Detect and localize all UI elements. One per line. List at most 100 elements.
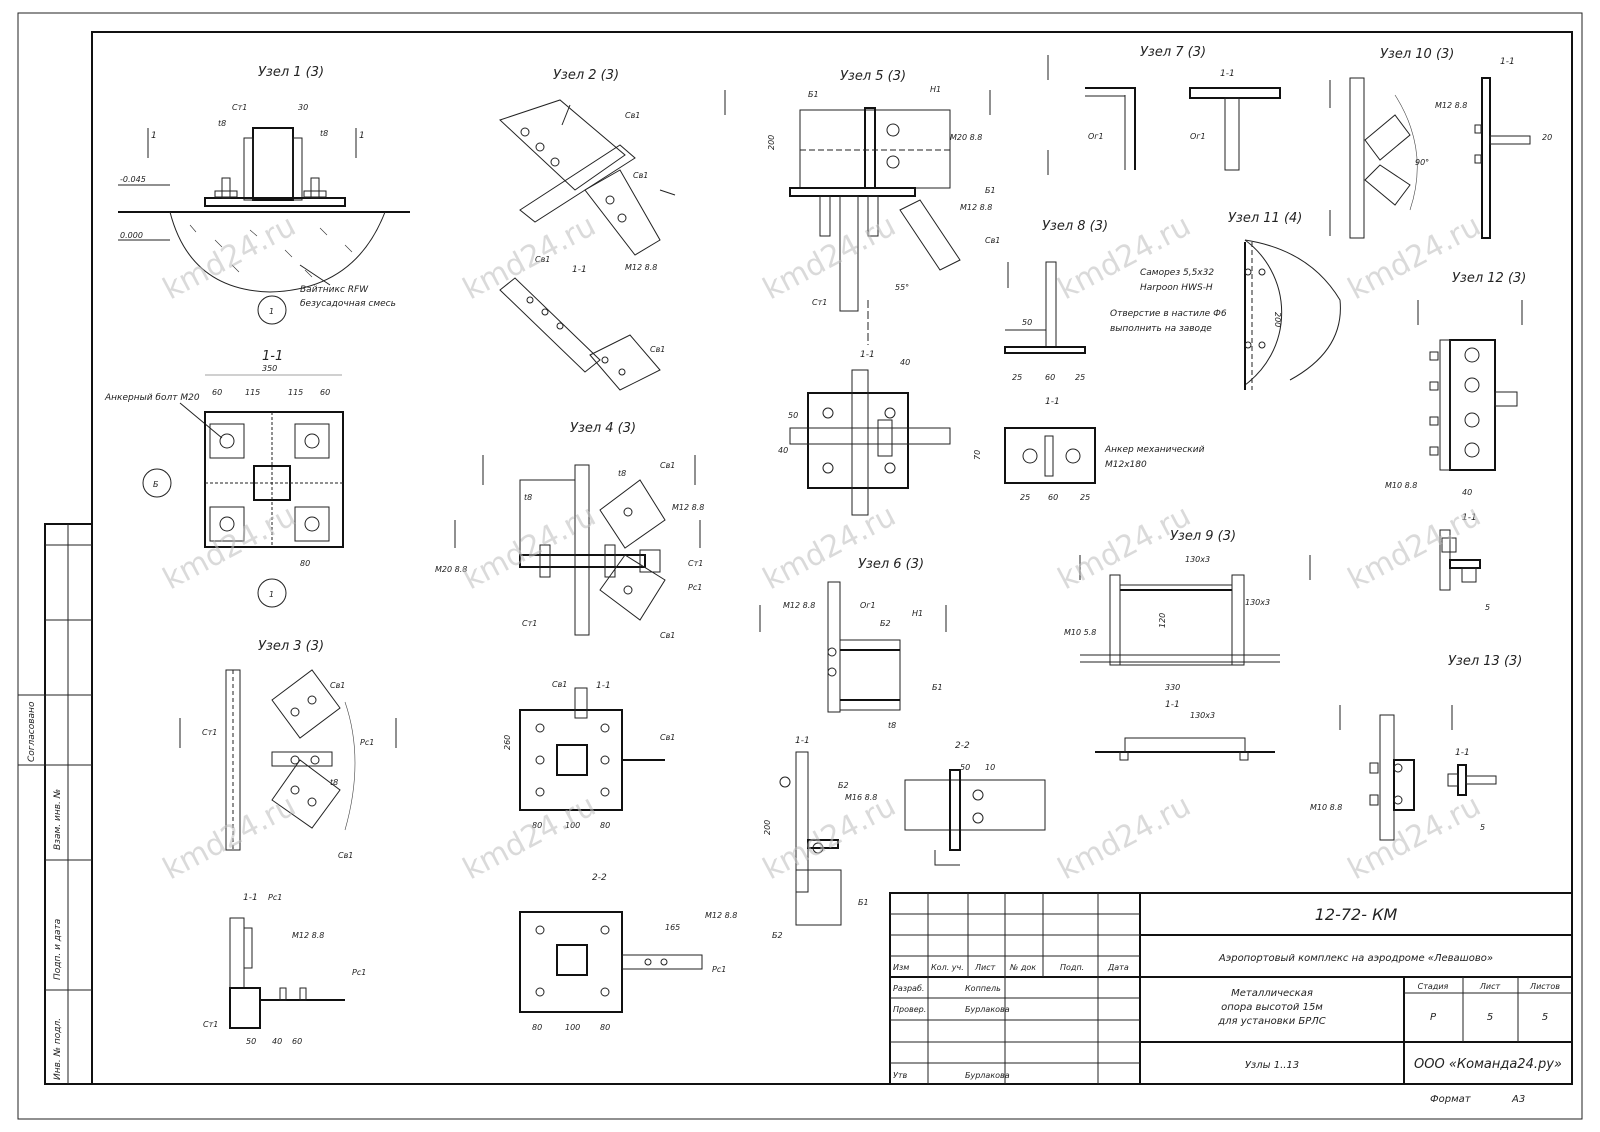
node-9-title: Узел 9 (3) <box>1170 529 1236 544</box>
plan-d115a: 115 <box>245 388 260 397</box>
n8-sec-d60: 60 <box>1048 493 1058 502</box>
wm-14: kmd24.ru <box>1052 788 1196 887</box>
n6-b2: Б2 <box>880 619 891 628</box>
node-10-title: Узел 10 (3) <box>1380 47 1454 62</box>
node-11-title: Узел 11 (4) <box>1228 211 1302 226</box>
tb-h-doc: № док <box>1009 963 1036 972</box>
n5-d200: 200 <box>767 135 776 150</box>
node-12-title: Узел 12 (3) <box>1452 271 1526 286</box>
n4-sec2-d80b: 80 <box>600 1023 610 1032</box>
n5-h1: Н1 <box>930 85 941 94</box>
n4-sec2-d80a: 80 <box>532 1023 542 1032</box>
tb-h-sign: Подп. <box>1060 963 1084 972</box>
node-1-title: Узел 1 (3) <box>258 65 324 80</box>
n5-sec-d50: 50 <box>788 411 798 420</box>
n10-sec: 1-1 <box>1500 57 1515 67</box>
n3-cb1b: Св1 <box>338 851 353 860</box>
stamp-sign-date: Подп. и дата <box>53 919 63 980</box>
n9-pl130b: 130х3 <box>1245 598 1270 607</box>
wm-7: kmd24.ru <box>457 498 601 597</box>
tb-name-1: Бурлакова <box>965 1005 1010 1014</box>
n8-sec-d70: 70 <box>973 450 982 460</box>
n6-sec1-d200: 200 <box>763 820 772 835</box>
n4-sec2-d100: 100 <box>565 1023 580 1032</box>
n4-sec1-title: 1-1 <box>596 681 611 691</box>
watermarks: kmd24.ru kmd24.ru kmd24.ru kmd24.ru kmd2… <box>157 208 1486 887</box>
node-4-sec1: 1-1 Св1 Св1 80 100 80 260 <box>503 680 675 830</box>
tb-h-izm: Изм <box>893 963 909 972</box>
node-4-sec2: 2-2 М12 8.8 165 Рс1 80 100 80 <box>519 873 737 1032</box>
tb-h-list: Лист <box>974 963 996 972</box>
self-screw-note: Саморез 5,5х32 <box>1140 268 1214 278</box>
n6-sec2-title: 2-2 <box>955 741 970 751</box>
n2-cb1d: Св1 <box>650 345 665 354</box>
anchor-mech-note-2: М12х180 <box>1105 460 1147 470</box>
format-label: Формат <box>1430 1094 1472 1105</box>
sheet-title: Узлы 1..13 <box>1245 1060 1299 1071</box>
side-stamp: Согласовано Взам. инв. № Подп. и дата Ин… <box>17 523 93 1085</box>
stamp-inv-orig: Инв. № подл. <box>53 1018 63 1080</box>
wm-13: kmd24.ru <box>757 788 901 887</box>
n4-sec1-d80b: 80 <box>600 821 610 830</box>
n6-h1: Н1 <box>912 609 923 618</box>
n5-b1a: Б1 <box>808 90 819 99</box>
n6-sec1-m16: М16 8.8 <box>845 793 877 802</box>
n3-sec-m12: М12 8.8 <box>292 931 324 940</box>
plan-d115b: 115 <box>288 388 303 397</box>
n1-ct1: Ст1 <box>232 103 247 112</box>
n1-t8a: t8 <box>218 119 226 128</box>
tb-h-kol: Кол. уч. <box>931 963 964 972</box>
n6-sec2-d10: 10 <box>985 763 995 772</box>
n10-d90: 90° <box>1415 158 1429 167</box>
n4-pc1: Рс1 <box>688 583 702 592</box>
n4-sec2-title: 2-2 <box>592 873 607 883</box>
n5-b1b: Б1 <box>985 186 996 195</box>
n4-t8b: t8 <box>618 469 626 478</box>
n2-sec: 1-1 <box>572 265 587 275</box>
node-1: Узел 1 (3) -0.045 0.000 t8 t8 Ст1 30 1 1… <box>118 65 410 325</box>
node-11: Узел 11 (4) Саморез 5,5х32 Harpoon HWS-H… <box>1110 211 1341 390</box>
level-top: -0.045 <box>120 175 146 184</box>
plan-axis-1: 1 <box>269 590 274 599</box>
n8-d25b: 25 <box>1075 373 1085 382</box>
n13-sec: 1-1 <box>1455 748 1470 758</box>
n12-m10: М10 8.8 <box>1385 481 1417 490</box>
node-8: Узел 8 (3) 50 25 60 25 1-1 25 60 25 70 А… <box>973 219 1205 502</box>
anchor-bolt-note: Анкерный болт М20 <box>104 393 200 403</box>
plan-title: 1-1 <box>262 349 283 364</box>
stamp-inv-replace: Взам. инв. № <box>53 789 63 850</box>
waitnix-note-2: безусадочная смесь <box>300 299 396 309</box>
wm-1: kmd24.ru <box>157 208 301 307</box>
n4-m20: М20 8.8 <box>435 565 467 574</box>
title-block: Изм Кол. уч. Лист № док Подп. Дата Разра… <box>889 892 1573 1085</box>
n3-pc1: Рс1 <box>360 738 374 747</box>
n13-sec-d5: 5 <box>1480 823 1485 832</box>
waitnix-note: Вайтникс RFW <box>300 285 369 295</box>
n6-sec1-title: 1-1 <box>795 736 810 746</box>
node-7-title: Узел 7 (3) <box>1140 45 1206 60</box>
node-1-plan: 1-1 350 Анкерный болт М20 60 115 115 60 … <box>104 349 344 608</box>
n4-sec1-cb1a: Св1 <box>552 680 567 689</box>
n4-ct1a: Ст1 <box>688 559 703 568</box>
outer-frame <box>17 12 1583 1120</box>
n11-d200: 200 <box>1273 312 1282 327</box>
n2-m12: М12 8.8 <box>625 263 657 272</box>
n4-cb1a: Св1 <box>660 461 675 470</box>
n1-d30: 30 <box>298 103 308 112</box>
hole-note: Отверстие в настиле Ф6 <box>1110 309 1227 319</box>
tb-sheets: 5 <box>1542 1012 1548 1023</box>
n4-sec1-d260: 260 <box>503 735 512 750</box>
n3-sec-pc1b: Рс1 <box>352 968 366 977</box>
n8-d25a: 25 <box>1012 373 1022 382</box>
n4-sec1-d80a: 80 <box>532 821 542 830</box>
n12-sec: 1-1 <box>1462 513 1477 523</box>
tb-sheet-h: Лист <box>1479 982 1501 991</box>
n5-sec-d40b: 40 <box>778 446 788 455</box>
n13-m10: М10 8.8 <box>1310 803 1342 812</box>
node-6-sec1: 1-1 Б2 М16 8.8 Б1 Б2 200 <box>763 736 877 940</box>
hole-note-2: выполнить на заводе <box>1110 324 1212 334</box>
n4-m12: М12 8.8 <box>672 503 704 512</box>
n6-t8: t8 <box>888 721 896 730</box>
tb-name-2: Бурлакова <box>965 1071 1010 1080</box>
